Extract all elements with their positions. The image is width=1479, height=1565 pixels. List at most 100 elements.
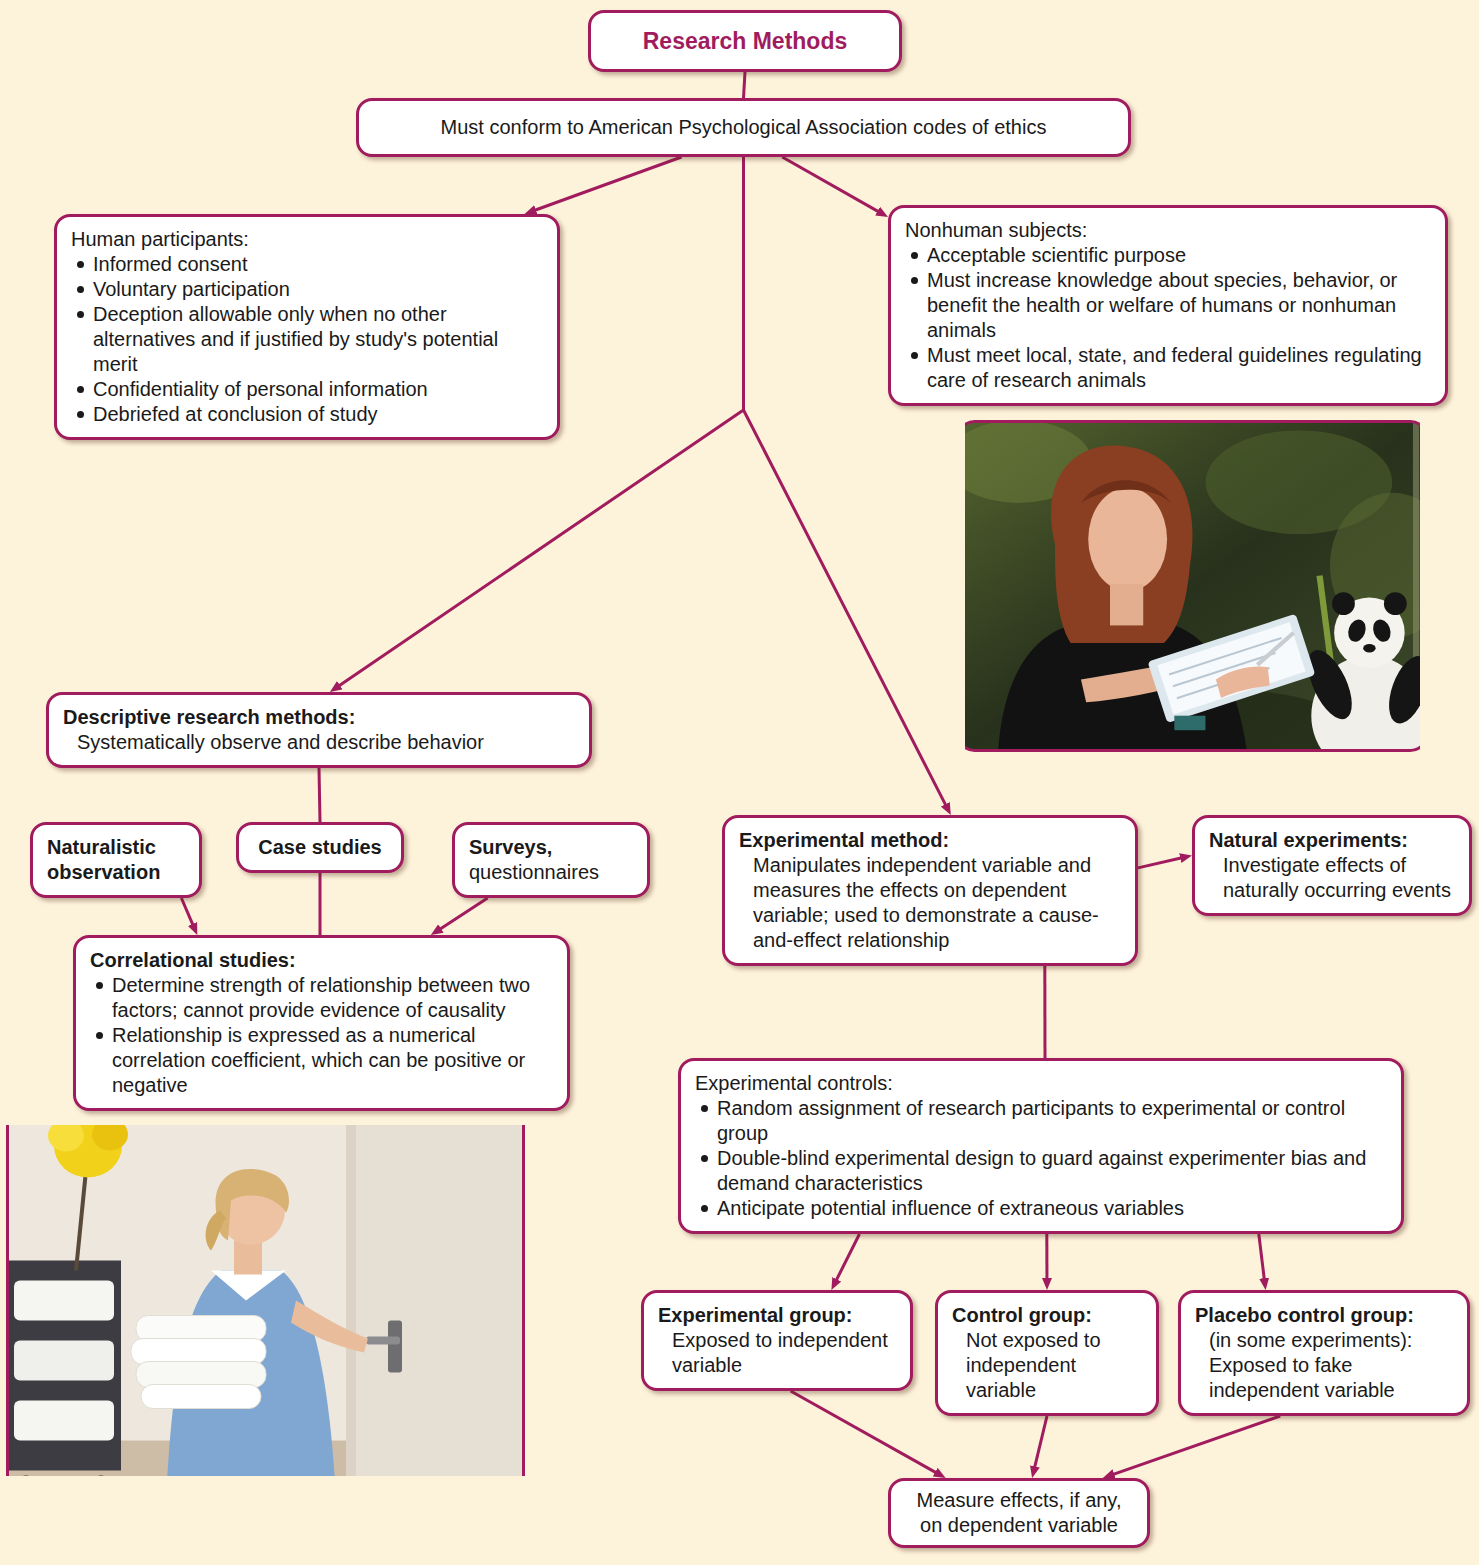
connector-line — [532, 157, 681, 211]
group-box: Placebo control group:(in some experimen… — [1178, 1290, 1470, 1416]
connector-line — [181, 898, 194, 928]
illustration-part — [1174, 716, 1205, 731]
box-heading: Placebo control group: — [1195, 1303, 1453, 1328]
bullet-item: Anticipate potential influence of extran… — [695, 1196, 1387, 1221]
illustration-part — [76, 1171, 86, 1271]
box-text: Naturalistic observation — [47, 835, 185, 885]
researcher-photo — [965, 420, 1420, 752]
illustration-part — [1051, 446, 1192, 644]
bullet-item: Informed consent — [71, 252, 543, 277]
box-text: (in some experiments): Exposed to fake i… — [1195, 1328, 1453, 1403]
panda — [1299, 576, 1420, 751]
illustration-part — [1081, 480, 1174, 508]
bullet-item: Deception allowable only when no other a… — [71, 302, 543, 377]
illustration-part — [1216, 666, 1270, 698]
photo-content — [965, 422, 1420, 751]
box-heading: Nonhuman subjects: — [905, 218, 1431, 243]
illustration-part — [211, 1271, 286, 1301]
controls-box: Experimental controls:Random assignment … — [678, 1058, 1404, 1234]
connector-line — [1110, 1416, 1280, 1475]
bullet-item: Determine strength of relationship betwe… — [90, 973, 553, 1023]
illustration-part — [1370, 617, 1393, 644]
illustration-part — [1257, 633, 1293, 665]
box-text: Must conform to American Psychological A… — [373, 115, 1114, 140]
diagram-title-text: Research Methods — [601, 27, 889, 55]
connector-line — [1259, 1234, 1265, 1282]
bullet-item: Voluntary participation — [71, 277, 543, 302]
method-box: Correlational studies:Determine strength… — [73, 935, 570, 1111]
illustration-part — [91, 1476, 111, 1477]
illustration-part — [1332, 592, 1355, 615]
result-box: Measure effects, if any, on dependent va… — [888, 1478, 1150, 1548]
box-heading: Natural experiments: — [1209, 828, 1455, 853]
connector-line — [319, 873, 322, 935]
connector-line — [744, 72, 746, 98]
box-text: Not exposed to independent variable — [952, 1328, 1142, 1403]
box-text: questionnaires — [469, 860, 633, 885]
illustration-part — [136, 1316, 266, 1342]
illustration-part — [356, 1125, 524, 1476]
box-text: Exposed to independent variable — [658, 1328, 896, 1378]
bullet-item: Relationship is expressed as a numerical… — [90, 1023, 553, 1098]
connector-line — [1043, 966, 1046, 1058]
illustration-part — [291, 1301, 368, 1353]
connector-line — [319, 768, 320, 822]
illustration-part — [48, 1125, 84, 1152]
photo-content — [8, 1125, 524, 1476]
illustration-part — [1384, 592, 1407, 615]
method-box: Experimental method:Manipulates independ… — [722, 815, 1138, 966]
illustration-part — [1088, 487, 1167, 591]
illustration-part — [1345, 617, 1368, 644]
box-text: Case studies — [253, 835, 387, 860]
box-heading: Human participants: — [71, 227, 543, 252]
box-heading: Experimental controls: — [695, 1071, 1387, 1096]
bullet-item: Confidentiality of personal information — [71, 377, 543, 402]
box-heading: Control group: — [952, 1303, 1142, 1328]
box-text: Measure effects, if any, on dependent va… — [903, 1488, 1135, 1538]
bullet-item: Must increase knowledge about species, b… — [905, 268, 1431, 343]
illustration-part — [141, 1385, 261, 1409]
illustration-part — [1148, 614, 1316, 723]
illustration-part — [388, 1321, 402, 1373]
participants-box: Human participants:Informed consentVolun… — [54, 214, 560, 440]
illustration-part — [14, 1401, 114, 1441]
bullet-item: Debriefed at conclusion of study — [71, 402, 543, 427]
illustration-part — [14, 1281, 114, 1321]
illustration-part — [346, 1125, 524, 1476]
illustration-part — [8, 1261, 122, 1471]
box-text: Investigate effects of naturally occurri… — [1209, 853, 1455, 903]
box-text: Manipulates independent variable and mea… — [739, 853, 1121, 953]
ethics-box: Must conform to American Psychological A… — [356, 98, 1131, 157]
photo-frame — [965, 422, 1420, 751]
connector-line — [1045, 1234, 1048, 1282]
researcher — [998, 446, 1315, 751]
box-heading: Descriptive research methods: — [63, 705, 575, 730]
illustration-part — [216, 1169, 289, 1241]
bullet-item: Acceptable scientific purpose — [905, 243, 1431, 268]
box-heading: Experimental group: — [658, 1303, 896, 1328]
connector-line — [1138, 857, 1184, 868]
housekeeper — [131, 1169, 368, 1476]
group-box: Control group:Not exposed to independent… — [935, 1290, 1159, 1416]
illustration-part — [92, 1125, 128, 1151]
method-box: Naturalistic observation — [30, 822, 202, 898]
door — [346, 1125, 524, 1476]
connector-line — [835, 1234, 860, 1283]
bullet-item: Random assignment of research participan… — [695, 1096, 1387, 1146]
bullet-item: Double-blind experimental design to guar… — [695, 1146, 1387, 1196]
photo-frame — [8, 1125, 524, 1476]
illustration-part — [136, 1362, 266, 1388]
illustration-part — [14, 1341, 114, 1381]
box-heading: Surveys, — [469, 835, 633, 860]
connector-line — [791, 1391, 939, 1474]
illustration-part — [1148, 614, 1316, 723]
bullet-item: Must meet local, state, and federal guid… — [905, 343, 1431, 393]
housekeeper-photo — [6, 1125, 525, 1476]
illustration-part — [1157, 622, 1305, 714]
connector-line — [438, 898, 488, 931]
box-text: Systematically observe and describe beha… — [63, 730, 575, 755]
cart — [8, 1125, 129, 1476]
illustration-part — [206, 1211, 226, 1251]
illustration-part — [8, 1125, 524, 1476]
illustration-part — [16, 1476, 36, 1477]
